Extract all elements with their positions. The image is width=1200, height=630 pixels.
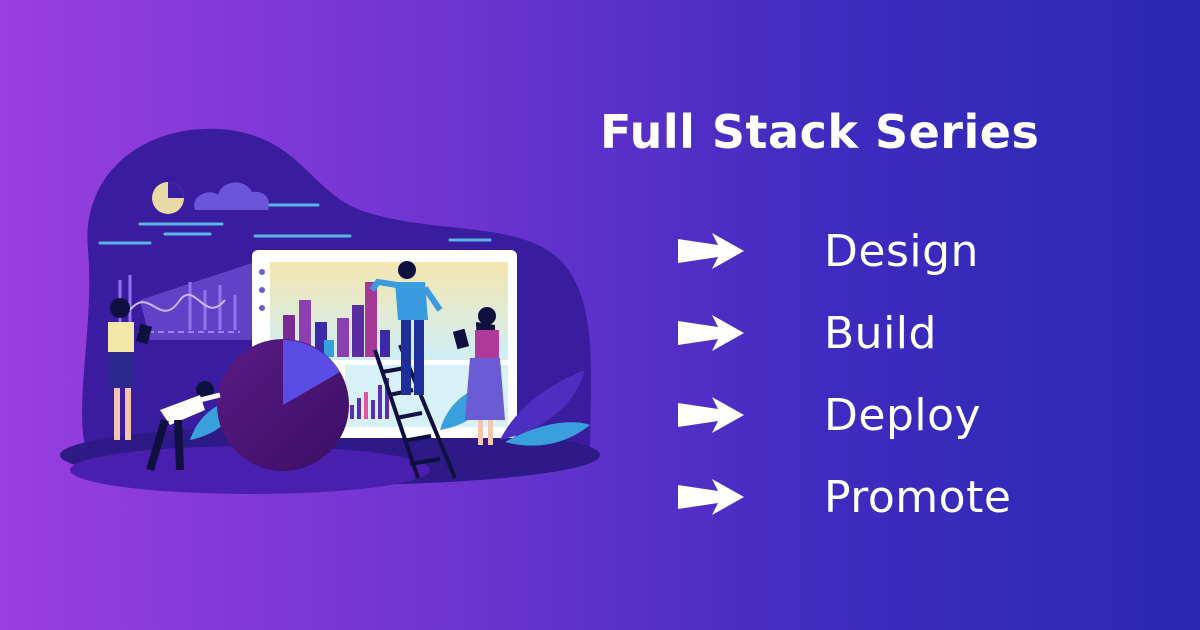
analytics-team-illustration (60, 128, 600, 494)
step-item-design: Design (676, 210, 1156, 292)
page-title: Full Stack Series (600, 105, 1040, 159)
man-on-ladder (369, 261, 443, 395)
arrow-right-icon (678, 479, 744, 515)
step-item-deploy: Deploy (676, 374, 1156, 456)
woman-with-tablet (452, 307, 505, 445)
step-label: Promote (824, 471, 1012, 523)
arrow-right-icon (678, 397, 744, 433)
board-dots (259, 269, 265, 311)
woman-left (108, 298, 153, 440)
arrow-right-icon (678, 233, 744, 269)
step-label: Design (824, 225, 979, 277)
decor-lines (98, 203, 492, 245)
steps-list: Design Build Deploy Promote (676, 210, 1156, 538)
arrow-right-icon (678, 315, 744, 351)
man-pushing (146, 381, 221, 472)
cloud-icon (194, 182, 270, 210)
step-label: Deploy (824, 389, 982, 441)
board-mini-bars (350, 378, 389, 419)
step-item-promote: Promote (676, 456, 1156, 538)
projection-beam (140, 262, 255, 340)
pie-slice (283, 339, 340, 405)
step-item-build: Build (676, 292, 1156, 374)
step-label: Build (824, 307, 937, 359)
